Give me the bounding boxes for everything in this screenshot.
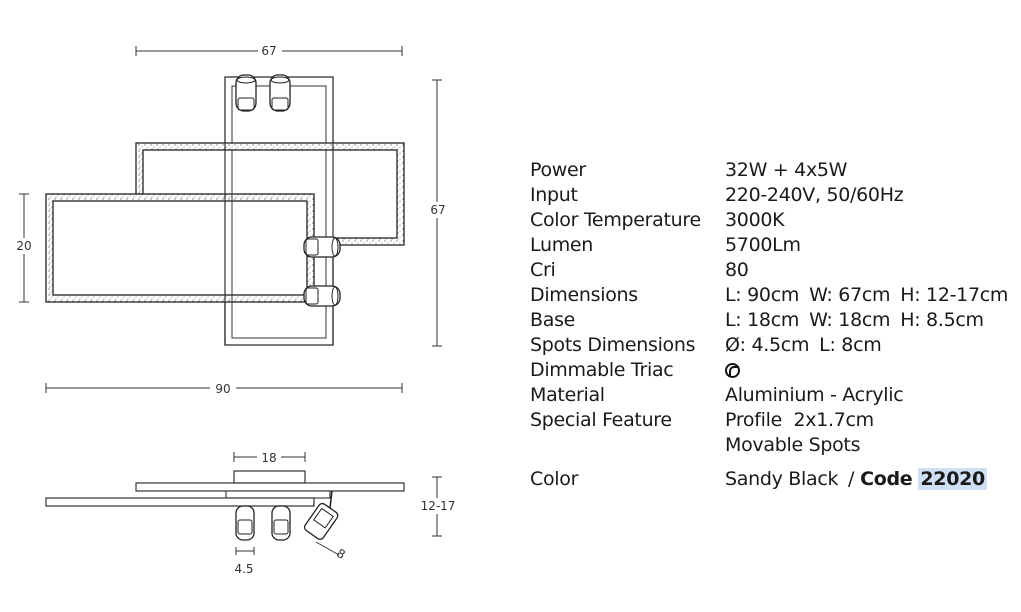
spec-label: Color: [530, 468, 579, 490]
technical-drawing: 67 67 20: [14, 42, 458, 576]
spot-side-1: [303, 236, 341, 258]
code-label: Code: [860, 468, 913, 490]
dim-left-height-label: 20: [16, 239, 31, 253]
spec-value: Aluminium - Acrylic: [725, 384, 904, 406]
spec-label: Dimensions: [530, 284, 638, 306]
spot-side-2: [303, 285, 341, 307]
dim-left-height: 20: [14, 193, 34, 303]
spec-label: Cri: [530, 259, 556, 281]
spec-value: 5700Lm: [725, 234, 801, 256]
spec-value: Movable Spots: [725, 434, 861, 456]
spec-label: Special Feature: [530, 409, 672, 431]
side-left-frame: [45, 497, 315, 507]
spec-label: Lumen: [530, 234, 594, 256]
spec-value: 80: [725, 259, 749, 281]
spot-top-1: [235, 74, 257, 112]
product-code: 22020: [918, 468, 987, 490]
spec-label: Color Temperature: [530, 209, 701, 231]
dim-total-width: 90: [45, 380, 403, 396]
dim-total-width-label: 90: [215, 382, 230, 396]
dim-side-height: 12-17: [418, 476, 458, 537]
dim-spot-length-label: 8: [334, 546, 348, 562]
spec-value: 3000K: [725, 209, 785, 231]
spec-value: Profile 2x1.7cm: [725, 409, 874, 431]
spot-side-view-1: [235, 505, 255, 541]
dim-base-width-label: 18: [261, 451, 276, 465]
side-upper-frame: [135, 482, 405, 492]
spot-side-view-tilted: [303, 490, 339, 540]
spec-label: Power: [530, 159, 586, 181]
spec-label: Spots Dimensions: [530, 334, 696, 356]
spec-label: Input: [530, 184, 578, 206]
spec-label: Material: [530, 384, 605, 406]
dim-base-width: 18: [233, 449, 306, 465]
dim-top-width-label: 67: [261, 44, 276, 58]
spot-side-view-2: [271, 505, 291, 541]
spec-label: Dimmable Triac: [530, 359, 674, 381]
dim-spot-length: 8: [315, 541, 348, 562]
spec-label: Base: [530, 309, 576, 331]
spec-value: 220-240V, 50/60Hz: [725, 184, 904, 206]
dimmer-icon: [725, 363, 740, 378]
dim-side-height-label: 12-17: [421, 499, 456, 513]
spec-value: 32W + 4x5W: [725, 159, 848, 181]
dim-top-height-label: 67: [430, 203, 445, 217]
dim-spot-diameter: 4.5: [234, 547, 255, 576]
dim-top-height: 67: [429, 79, 447, 347]
spot-top-2: [269, 74, 291, 112]
side-base: [233, 470, 306, 484]
dim-top-width: 67: [135, 42, 403, 58]
dim-spot-diameter-label: 4.5: [234, 562, 253, 576]
